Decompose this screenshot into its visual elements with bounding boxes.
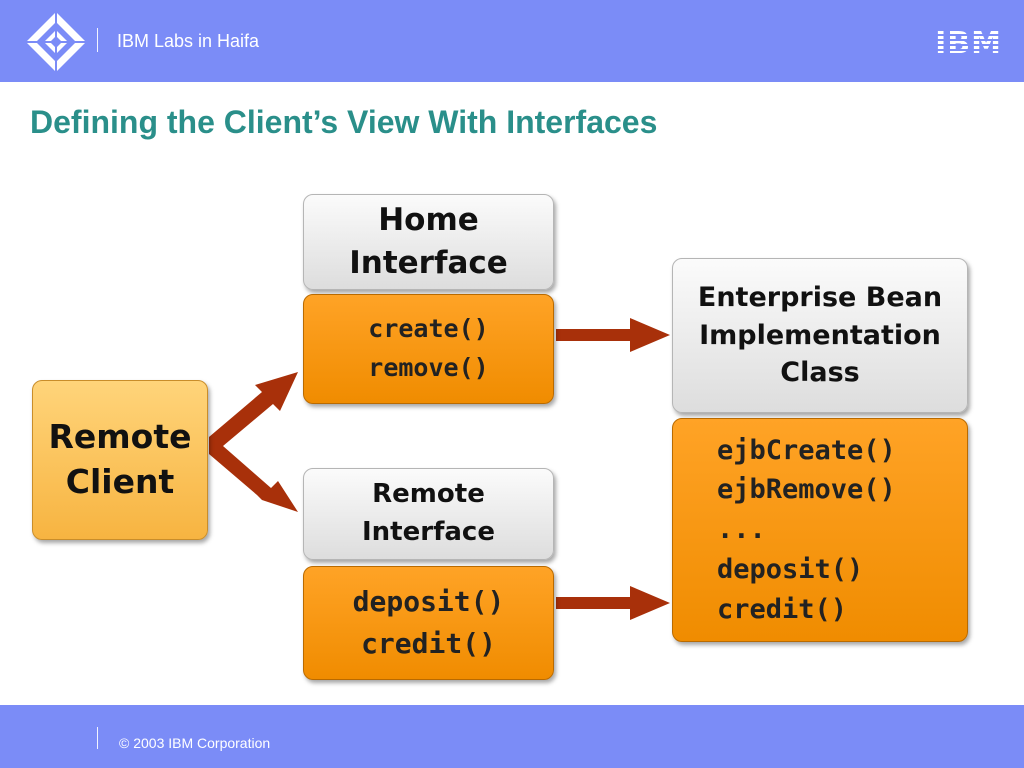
bean-class-title-line-2: Implementation	[699, 319, 941, 351]
remote-interface-methods-box: deposit() credit()	[303, 566, 554, 680]
bean-class-methods-box: ejbCreate() ejbRemove() ... deposit() cr…	[672, 418, 968, 642]
home-interface-title-line-1: Home	[378, 201, 479, 238]
remote-client-box: Remote Client	[32, 380, 208, 540]
method-bean-credit: credit()	[717, 593, 848, 625]
method-deposit: deposit()	[352, 585, 505, 618]
home-interface-title-box: Home Interface	[303, 194, 554, 290]
footer-bar: © 2003 IBM Corporation	[0, 705, 1024, 768]
slide-title: Defining the Client’s View With Interfac…	[30, 104, 658, 140]
method-create: create()	[368, 314, 489, 344]
arrow-home-to-bean	[556, 318, 670, 352]
ibm-logo: IBM	[935, 26, 1002, 61]
method-credit: credit()	[361, 627, 496, 660]
remote-interface-title-box: Remote Interface	[303, 468, 554, 560]
footer-copyright: © 2003 IBM Corporation	[119, 735, 271, 751]
arrow-client-to-home	[209, 372, 298, 446]
arrow-client-to-remote	[209, 446, 298, 512]
bean-class-title-line-3: Class	[780, 357, 860, 389]
ibm-haifa-diamond-icon	[26, 12, 86, 72]
bean-class-title-box: Enterprise Bean Implementation Class	[672, 258, 968, 413]
bean-class-title-line-1: Enterprise Bean	[697, 281, 943, 313]
home-interface-title-line-2: Interface	[349, 245, 508, 281]
remote-client-label-line-1: Remote	[48, 417, 192, 457]
arrow-remote-to-bean	[556, 586, 670, 620]
method-ejbcreate: ejbCreate()	[717, 434, 896, 466]
method-ejbremove: ejbRemove()	[717, 474, 896, 506]
remote-interface-title-line-2: Interface	[362, 517, 495, 547]
header-divider	[97, 28, 98, 52]
header-brand-text: IBM Labs in Haifa	[117, 31, 260, 51]
header-bar: IBM Labs in Haifa IBM	[0, 0, 1024, 82]
home-interface-methods-box: create() remove()	[303, 294, 554, 404]
method-ellipsis: ...	[717, 514, 766, 546]
remote-interface-title-line-1: Remote	[372, 479, 485, 510]
method-bean-deposit: deposit()	[717, 553, 864, 585]
method-remove: remove()	[368, 353, 489, 382]
footer-divider	[97, 727, 98, 749]
remote-client-label-line-2: Client	[65, 462, 175, 501]
